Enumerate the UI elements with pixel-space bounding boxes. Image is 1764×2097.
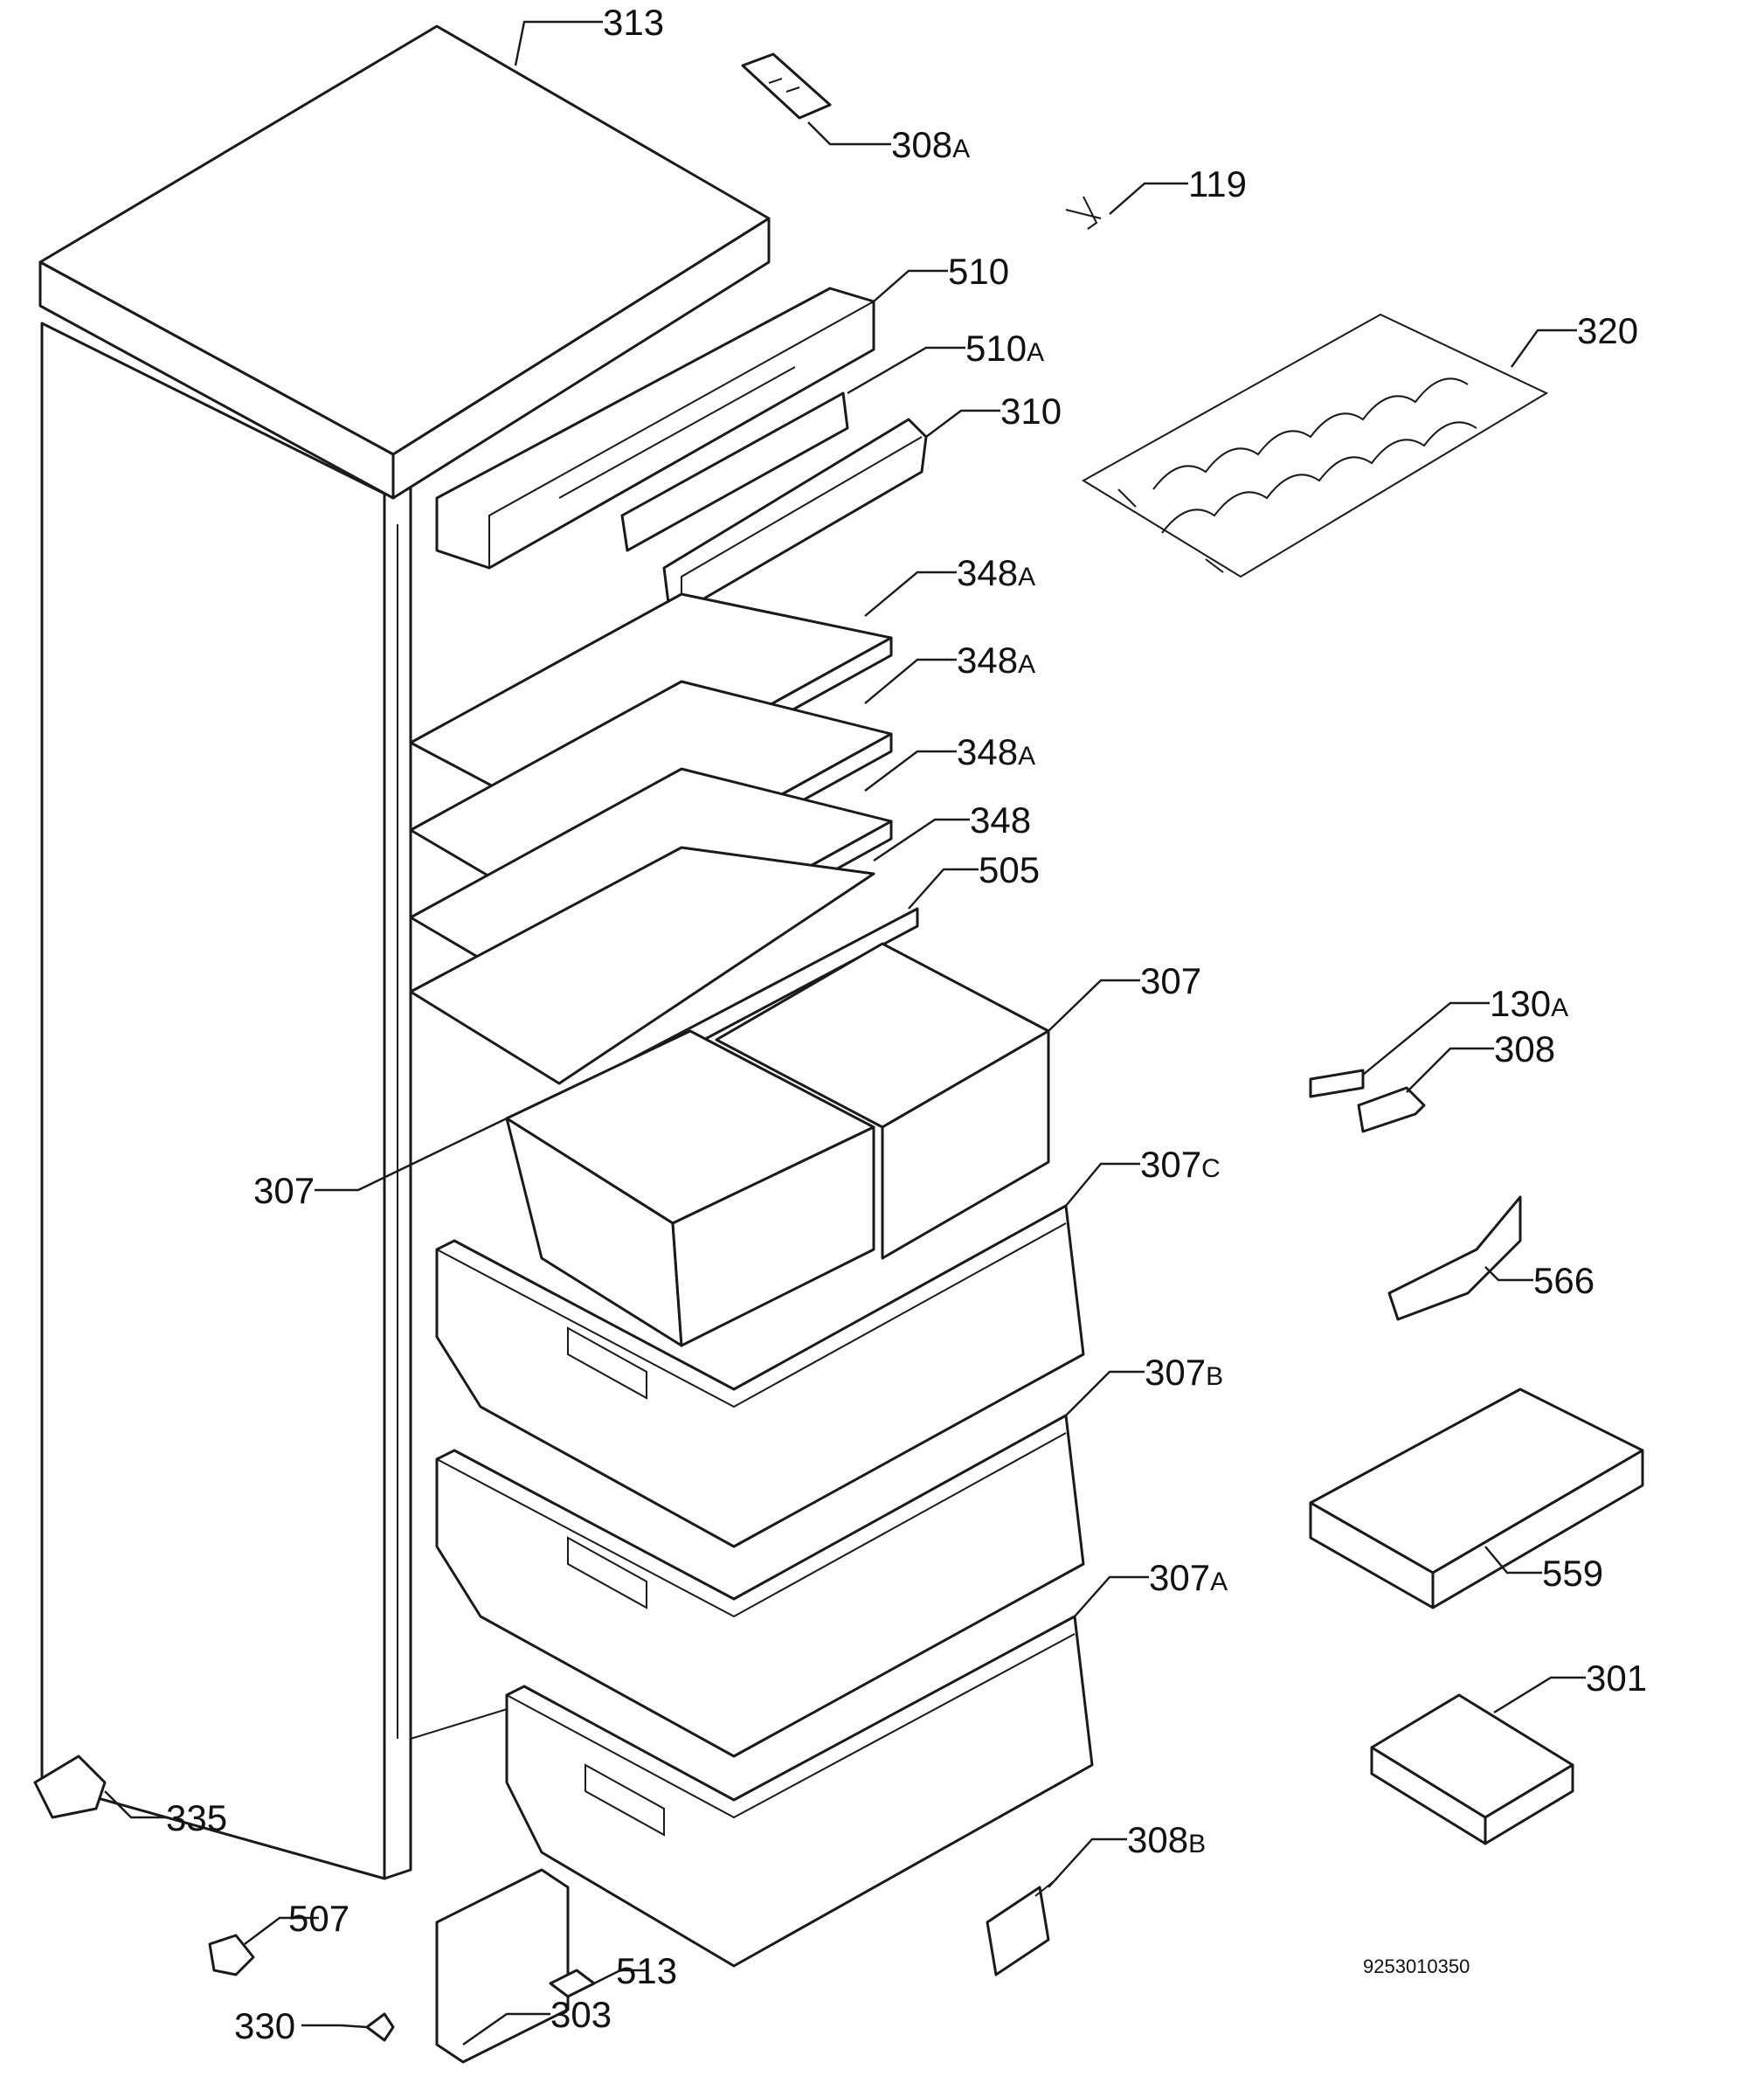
label-330: 330 [234,2005,295,2046]
top-hinge [741,52,832,120]
label-566: 566 [1533,1260,1595,1301]
label-307c: 307C [1140,1144,1221,1185]
label-505: 505 [979,849,1040,890]
freezer-tray [1309,1388,1644,1609]
label-308: 308 [1494,1028,1555,1069]
ice-scraper [1387,1195,1522,1321]
middle-hinge [1357,1086,1426,1133]
label-510: 510 [948,251,1009,292]
label-307-right: 307 [1140,960,1201,1001]
wine-rack [1082,313,1549,578]
label-348a-1: 348A [957,552,1035,593]
clip [208,1934,255,1976]
crisper-left [505,1029,875,1347]
shelf-4 [409,846,875,1085]
freezer-drawer-bottom [505,1615,1094,1968]
leveling-foot [365,2012,395,2042]
freezer-drawer-top [435,1204,1085,1548]
label-348a-3: 348A [957,731,1035,772]
label-310: 310 [1000,391,1062,432]
label-335: 335 [166,1797,227,1838]
label-303: 303 [550,1994,612,2035]
leader-lines [104,20,1586,2045]
control-panel [435,287,875,570]
label-510a: 510A [965,328,1044,369]
crisper-right [715,942,1050,1260]
drawing-reference-number: 9253010350 [1363,1955,1470,1977]
top-cover [38,24,771,500]
label-301: 301 [1586,1658,1647,1699]
label-307b: 307B [1145,1352,1223,1393]
label-313: 313 [603,2,664,43]
panel-strip [620,391,849,552]
label-348: 348 [970,799,1031,841]
label-320: 320 [1577,310,1638,351]
door-bracket [33,1754,107,1819]
label-119: 119 [1188,163,1247,204]
label-507: 507 [288,1898,349,1939]
label-308b: 308B [1127,1819,1206,1860]
label-307-left: 307 [253,1170,315,1211]
bottom-hinge [986,1878,1058,1976]
freezer-drawer-middle [435,1414,1085,1758]
ice-cube-tray [1370,1693,1574,1845]
spring-clip [1065,196,1102,230]
label-559: 559 [1542,1553,1603,1594]
plinth-cover [435,1868,570,2064]
label-348a-2: 348A [957,640,1035,681]
label-513: 513 [616,1950,677,1991]
hinge-plate [1309,1069,1365,1098]
label-308a: 308A [891,124,970,165]
label-130a: 130A [1490,983,1568,1024]
label-307a: 307A [1149,1557,1228,1598]
